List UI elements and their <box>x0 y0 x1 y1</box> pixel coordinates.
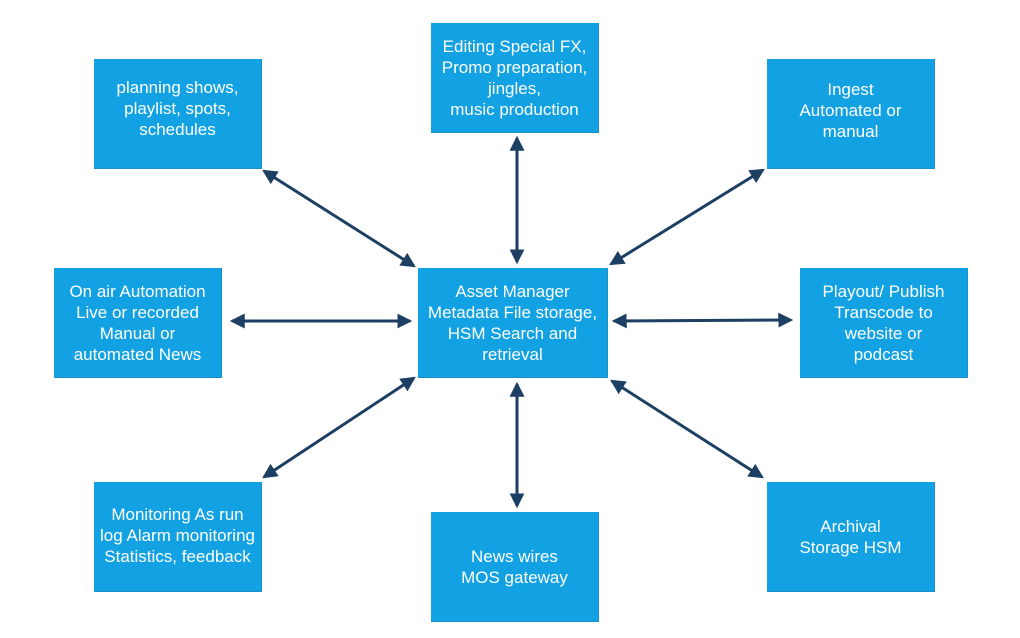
node-news-label: News wires MOS gateway <box>461 546 568 587</box>
node-center-asset-manager: Asset Manager Metadata File storage, HSM… <box>418 268 608 378</box>
arrow-ingest <box>609 168 765 266</box>
node-center-label: Asset Manager Metadata File storage, HSM… <box>427 281 598 364</box>
node-archival: Archival Storage HSM <box>767 482 935 592</box>
node-playout-label: Playout/ Publish Transcode to website or… <box>822 281 945 364</box>
node-editing-label: Editing Special FX, Promo preparation, j… <box>441 36 588 119</box>
node-on-air: On air Automation Live or recorded Manua… <box>54 268 222 378</box>
node-planning-label: planning shows, playlist, spots, schedul… <box>116 78 239 139</box>
node-archival-label: Archival Storage HSM <box>799 516 902 557</box>
node-planning: planning shows, playlist, spots, schedul… <box>94 59 262 169</box>
node-ingest-label: Ingest Automated or manual <box>799 80 902 141</box>
node-on-air-label: On air Automation Live or recorded Manua… <box>69 281 206 364</box>
arrow-planning <box>262 169 416 268</box>
arrow-playout <box>611 312 794 329</box>
node-ingest: Ingest Automated or manual <box>767 59 935 169</box>
node-news: News wires MOS gateway <box>431 512 599 622</box>
arrow-monitoring <box>262 376 416 479</box>
node-playout: Playout/ Publish Transcode to website or… <box>800 268 968 378</box>
node-monitoring-label: Monitoring As run log Alarm monitoring S… <box>100 505 255 566</box>
arrow-archival <box>610 379 764 479</box>
node-editing: Editing Special FX, Promo preparation, j… <box>431 23 599 133</box>
node-monitoring: Monitoring As run log Alarm monitoring S… <box>94 482 262 592</box>
